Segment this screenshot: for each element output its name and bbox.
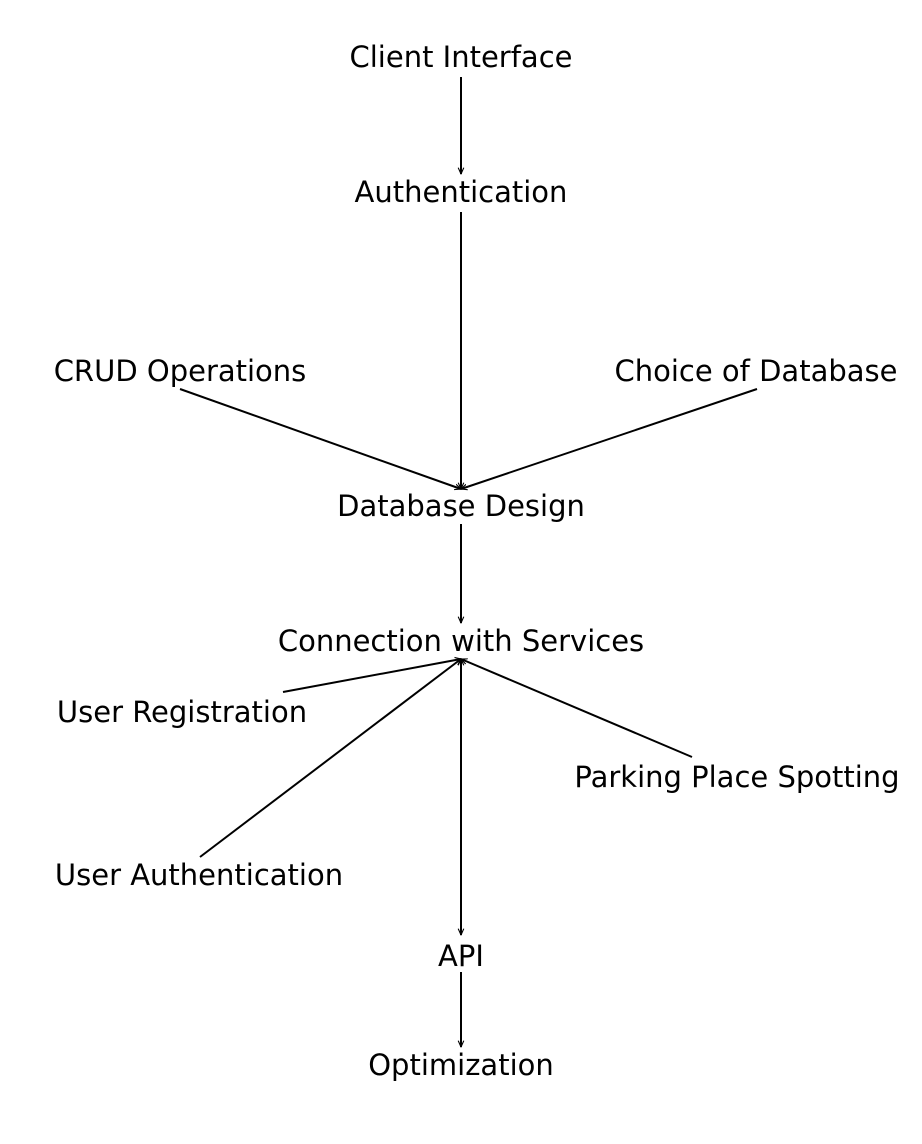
node-authentication: Authentication (355, 175, 568, 209)
node-parking-place-spotting: Parking Place Spotting (574, 760, 899, 794)
node-client-interface: Client Interface (349, 40, 572, 74)
node-crud-operations: CRUD Operations (54, 354, 307, 388)
node-user-registration: User Registration (57, 695, 307, 729)
node-database-design: Database Design (337, 489, 585, 523)
node-optimization: Optimization (368, 1048, 554, 1082)
node-user-authentication: User Authentication (55, 858, 343, 892)
node-choice-of-database: Choice of Database (615, 354, 898, 388)
edge-user-authentication-to-connection-with-services (199, 659, 461, 858)
node-api: API (438, 939, 484, 973)
edge-choice-of-database-to-database-design (461, 388, 758, 489)
edge-crud-operations-to-database-design (179, 388, 461, 489)
edge-user-registration-to-connection-with-services (282, 659, 461, 693)
node-connection-with-services: Connection with Services (278, 624, 644, 658)
edge-parking-place-spotting-to-connection-with-services (461, 658, 693, 758)
